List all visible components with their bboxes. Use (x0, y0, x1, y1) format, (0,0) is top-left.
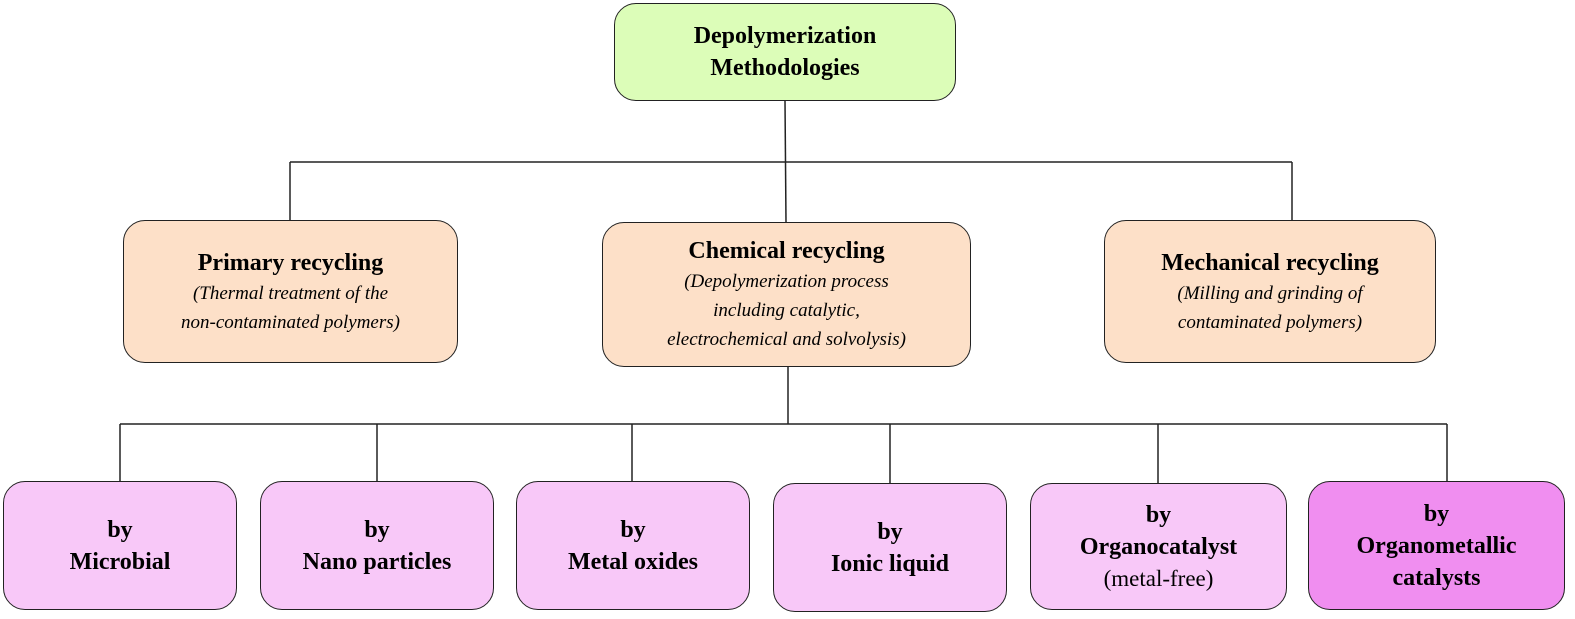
method-sublabel: (metal-free) (1103, 565, 1214, 591)
method-label-line2: catalysts (1392, 564, 1481, 591)
method-label: Organocatalyst (1079, 533, 1238, 560)
category-node-chemical-recycling: Chemical recycling (Depolymerization pro… (602, 222, 971, 367)
method-node-metal-oxides: by Metal oxides (516, 481, 750, 610)
method-prefix: by (877, 518, 903, 545)
method-prefix: by (1145, 501, 1172, 528)
method-prefix: by (1423, 500, 1450, 527)
root-node-depolymerization: Depolymerization Methodologies (614, 3, 956, 101)
method-node-ionic-liquid: by Ionic liquid (773, 483, 1007, 612)
method-node-microbial: by Microbial (3, 481, 237, 610)
category-desc-line: (Milling and grinding of (1177, 282, 1363, 304)
category-desc-line: electrochemical and solvolysis) (667, 329, 906, 350)
category-desc-line: (Thermal treatment of the (192, 282, 389, 304)
method-prefix: by (107, 516, 133, 543)
category-title: Primary recycling (197, 249, 384, 276)
category-node-primary-recycling: Primary recycling (Thermal treatment of … (123, 220, 458, 363)
method-node-organocatalyst: by Organocatalyst (metal-free) (1030, 483, 1287, 610)
method-label: Ionic liquid (830, 550, 950, 577)
category-desc-line: non-contaminated polymers) (181, 311, 400, 333)
root-title-line1: Depolymerization (693, 23, 877, 49)
category-desc-line: including catalytic, (713, 300, 860, 321)
method-label: Nano particles (302, 548, 452, 575)
method-prefix: by (364, 516, 390, 543)
category-node-mechanical-recycling: Mechanical recycling (Milling and grindi… (1104, 220, 1436, 363)
method-label: Microbial (69, 548, 171, 575)
category-desc-line: (Depolymerization process (684, 271, 889, 292)
method-node-nano-particles: by Nano particles (260, 481, 494, 610)
method-label: Metal oxides (568, 548, 698, 575)
category-title: Mechanical recycling (1161, 249, 1379, 276)
category-title: Chemical recycling (688, 238, 885, 264)
category-desc-line: contaminated polymers) (1177, 311, 1363, 333)
method-node-organometallic-catalysts: by Organometallic catalysts (1308, 481, 1565, 610)
root-title-line2: Methodologies (710, 55, 860, 81)
method-label: Organometallic (1356, 532, 1517, 559)
method-prefix: by (620, 516, 646, 543)
